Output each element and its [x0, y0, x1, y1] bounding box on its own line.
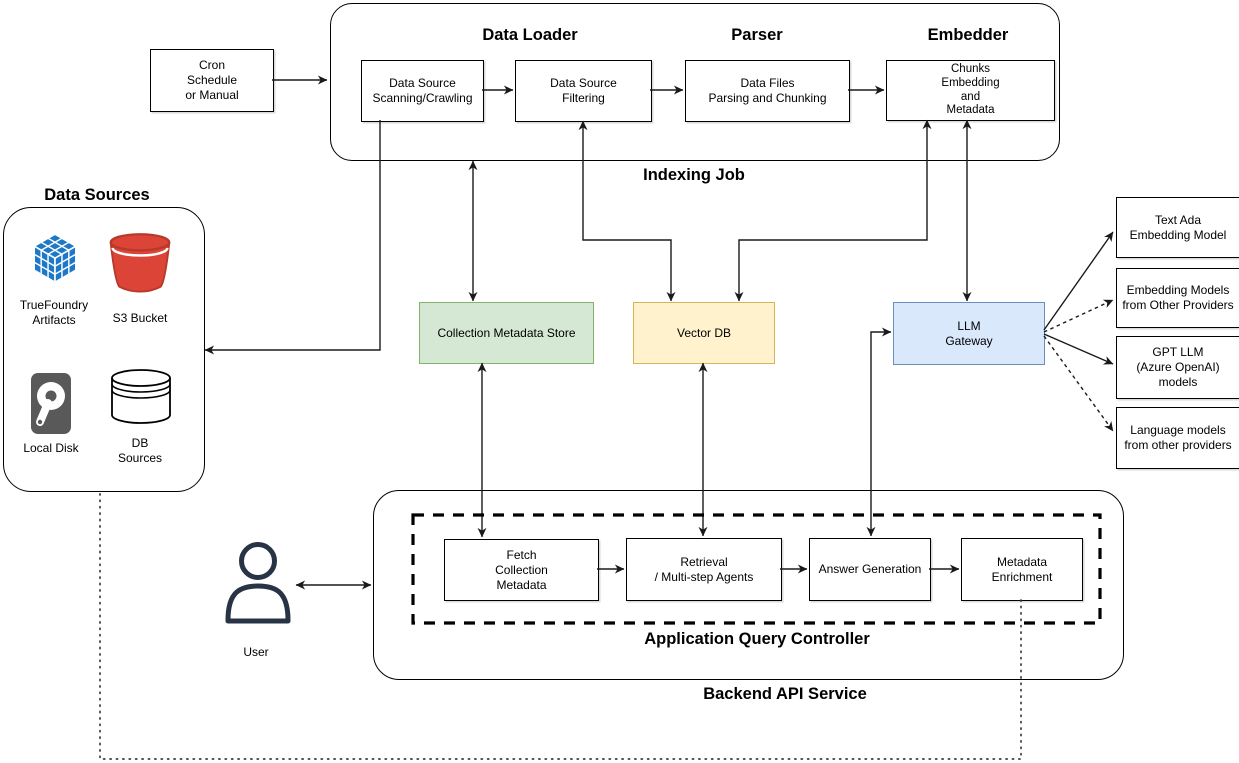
- truefoundry-artifacts-label: TrueFoundry Artifacts: [19, 298, 89, 327]
- data-sources-container: [3, 207, 205, 492]
- header-embedder: Embedder: [927, 26, 1009, 44]
- db-cylinder-icon: [111, 369, 171, 424]
- db-sources-label: DB Sources: [117, 436, 163, 465]
- node-collection-metadata-store: Collection Metadata Store: [419, 302, 594, 364]
- application-query-controller-label: Application Query Controller: [644, 630, 870, 648]
- data-sources-title: Data Sources: [44, 186, 150, 204]
- local-disk-icon: [31, 373, 71, 434]
- header-parser: Parser: [731, 26, 783, 44]
- header-data-loader: Data Loader: [482, 26, 578, 44]
- node-data-source-filtering: Data Source Filtering: [515, 60, 652, 122]
- user-label: User: [243, 645, 269, 659]
- local-disk-label: Local Disk: [23, 441, 79, 455]
- node-chunks-embedding: Chunks Embedding and Metadata: [886, 60, 1055, 121]
- edge-llm-to-text-ada: [1043, 231, 1114, 331]
- node-llm-gateway: LLM Gateway: [893, 302, 1045, 365]
- truefoundry-cube-icon: [33, 233, 77, 283]
- indexing-job-container: [330, 3, 1060, 161]
- node-text-ada-embedding: Text Ada Embedding Model: [1116, 197, 1239, 258]
- node-data-source-scanning: Data Source Scanning/Crawling: [361, 60, 484, 122]
- node-cron-schedule: Cron Schedule or Manual: [150, 49, 274, 112]
- user-icon: [225, 542, 291, 624]
- indexing-job-label: Indexing Job: [643, 166, 745, 184]
- edge-llm-to-embedding-others: [1043, 299, 1114, 333]
- node-embedding-models-other: Embedding Models from Other Providers: [1116, 268, 1239, 328]
- node-answer-generation: Answer Generation: [809, 538, 931, 601]
- s3-bucket-icon: [109, 233, 171, 293]
- node-retrieval-agents: Retrieval / Multi-step Agents: [626, 538, 782, 601]
- edge-llm-to-language-others: [1043, 335, 1114, 432]
- node-language-models-other: Language models from other providers: [1116, 407, 1239, 469]
- node-fetch-collection-metadata: Fetch Collection Metadata: [444, 539, 599, 601]
- edge-llm-to-gpt-azure: [1043, 333, 1114, 365]
- s3-bucket-label: S3 Bucket: [112, 311, 168, 325]
- node-vector-db: Vector DB: [633, 302, 775, 364]
- node-data-files-parsing: Data Files Parsing and Chunking: [685, 60, 850, 122]
- node-gpt-llm-azure: GPT LLM (Azure OpenAI) models: [1116, 336, 1239, 399]
- backend-api-service-label: Backend API Service: [703, 685, 867, 703]
- node-metadata-enrichment: Metadata Enrichment: [961, 538, 1083, 601]
